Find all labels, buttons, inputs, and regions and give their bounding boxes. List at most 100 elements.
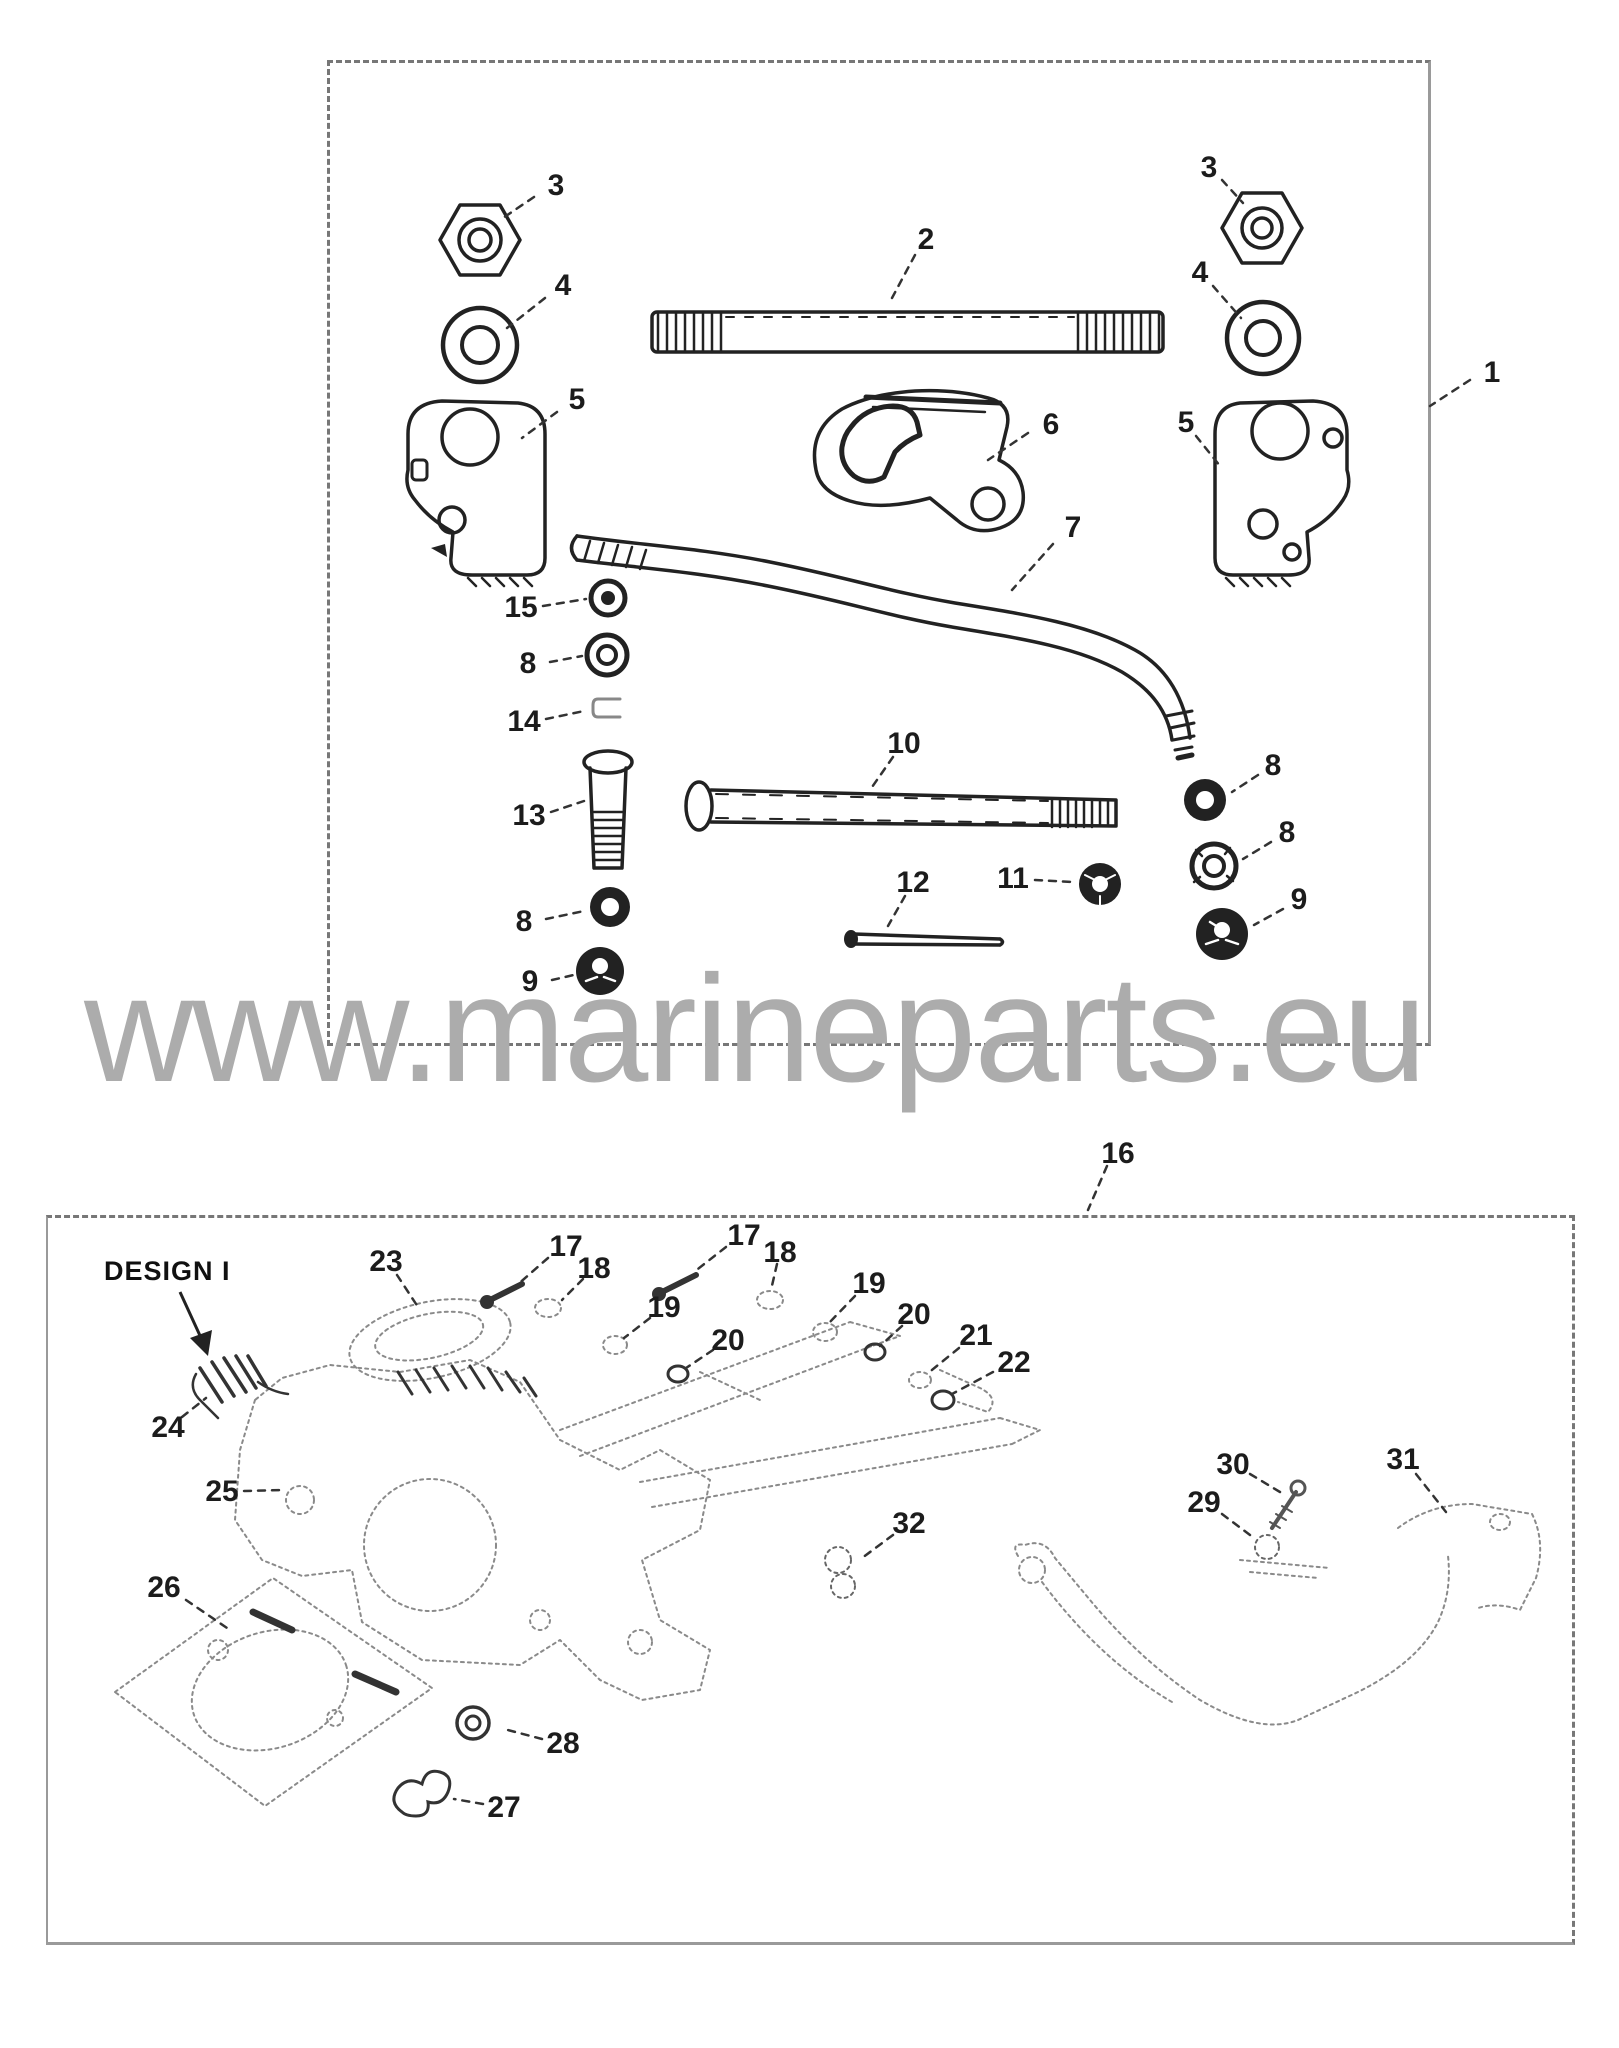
leader-line-29 xyxy=(1220,1512,1256,1540)
washer-4-right xyxy=(1224,299,1302,377)
watermark-text: www.marineparts.eu xyxy=(84,944,1427,1114)
leader-line-30 xyxy=(1248,1472,1282,1494)
part-label-32: 32 xyxy=(892,1507,926,1540)
leader-line-1 xyxy=(1428,378,1472,408)
part-label-6: 6 xyxy=(1042,408,1060,441)
bracket-31 xyxy=(1397,1503,1542,1611)
part-label-18: 18 xyxy=(577,1252,611,1285)
part-label-8: 8 xyxy=(519,647,537,680)
part-label-22: 22 xyxy=(997,1346,1031,1379)
leader-line-23 xyxy=(395,1273,422,1312)
part-label-31: 31 xyxy=(1386,1443,1420,1476)
part-label-10: 10 xyxy=(887,727,921,760)
bolt-13-head xyxy=(582,749,634,775)
leader-line-14 xyxy=(544,709,586,721)
screw-17-right xyxy=(659,1272,699,1295)
leader-line-4 xyxy=(1211,284,1243,320)
lever-arm-7 xyxy=(575,534,1192,740)
part-label-18: 18 xyxy=(763,1236,797,1269)
leader-line-22 xyxy=(950,1370,995,1396)
part-label-8: 8 xyxy=(1278,816,1296,849)
leader-line-9 xyxy=(1252,907,1285,927)
part-label-11: 11 xyxy=(997,862,1029,895)
part-label-8: 8 xyxy=(515,905,533,938)
part-label-23: 23 xyxy=(369,1245,403,1278)
leader-line-9 xyxy=(550,972,580,982)
clip-14 xyxy=(591,697,622,719)
part-label-13: 13 xyxy=(512,799,546,832)
part-label-1: 1 xyxy=(1483,356,1501,389)
part-label-30: 30 xyxy=(1216,1448,1250,1481)
leader-line-20 xyxy=(878,1324,904,1348)
part-label-28: 28 xyxy=(546,1727,580,1760)
leader-line-20 xyxy=(684,1348,715,1370)
part-label-17: 17 xyxy=(549,1230,583,1263)
leader-line-25 xyxy=(242,1488,286,1493)
leader-line-19 xyxy=(622,1316,652,1340)
leader-line-2 xyxy=(890,253,917,300)
leader-line-13 xyxy=(549,799,586,814)
pin-12 xyxy=(852,932,1005,947)
threaded-rod-2 xyxy=(650,310,1165,354)
locknut-15 xyxy=(588,578,628,618)
part-label-21: 21 xyxy=(959,1319,993,1352)
leader-line-19 xyxy=(826,1294,857,1326)
part-label-3: 3 xyxy=(547,169,565,202)
cap-23 xyxy=(348,1298,512,1382)
fuel-elbow-24 xyxy=(198,1354,268,1404)
washer-4-left xyxy=(440,305,520,385)
nut-22 xyxy=(930,1389,956,1411)
leader-line-3 xyxy=(1220,178,1245,205)
nut-29 xyxy=(1254,1534,1280,1560)
part-label-5: 5 xyxy=(1177,406,1195,439)
hex-nut-3-left xyxy=(438,203,522,277)
leader-line-21 xyxy=(925,1346,961,1376)
bottom-assembly-box-border xyxy=(46,1215,1575,1945)
part-label-7: 7 xyxy=(1064,511,1082,544)
part-label-27: 27 xyxy=(487,1791,521,1824)
part-label-8: 8 xyxy=(1264,749,1282,782)
leader-line-17 xyxy=(514,1256,550,1288)
part-label-15: 15 xyxy=(504,591,538,624)
part-label-17: 17 xyxy=(727,1219,761,1252)
washer-8-left xyxy=(584,632,630,678)
part-label-9: 9 xyxy=(521,965,539,998)
leader-line-12 xyxy=(886,894,907,928)
part-label-5: 5 xyxy=(568,383,586,416)
nut-28 xyxy=(455,1705,491,1741)
leader-line-5 xyxy=(520,410,559,440)
leader-line-18 xyxy=(560,1277,585,1302)
part-label-20: 20 xyxy=(711,1324,745,1357)
part-label-25: 25 xyxy=(205,1475,239,1508)
bolt-10-head xyxy=(684,780,714,832)
part-label-16: 16 xyxy=(1101,1137,1135,1170)
leader-line-6 xyxy=(986,431,1030,462)
leader-line-8 xyxy=(548,654,584,664)
part-label-24: 24 xyxy=(151,1411,185,1444)
part-label-14: 14 xyxy=(507,705,541,738)
carb-body-25 xyxy=(234,1359,711,1701)
design-arrow-icon xyxy=(178,1291,212,1356)
leader-line-32 xyxy=(860,1533,895,1560)
nut-20-right xyxy=(863,1342,887,1362)
leader-line-18 xyxy=(769,1262,779,1292)
part-label-29: 29 xyxy=(1187,1486,1221,1519)
leader-line-26 xyxy=(184,1598,232,1632)
grommet-32 xyxy=(824,1546,852,1574)
design-variant-label: DESIGN I xyxy=(104,1256,231,1286)
part-label-26: 26 xyxy=(147,1571,181,1604)
wing-screw-27 xyxy=(392,1769,452,1818)
leader-line-27 xyxy=(452,1797,485,1806)
leader-line-8 xyxy=(544,909,586,921)
screw-30 xyxy=(1270,1490,1298,1530)
top-assembly-box-border xyxy=(327,60,1431,1046)
leader-line-5 xyxy=(1194,434,1222,468)
bracket-5-left xyxy=(405,399,547,577)
part-label-3: 3 xyxy=(1200,151,1218,184)
part-label-19: 19 xyxy=(647,1291,681,1324)
part-label-9: 9 xyxy=(1290,883,1308,916)
hex-nut-3-right xyxy=(1220,191,1304,265)
leader-line-24 xyxy=(180,1396,208,1419)
leader-line-4 xyxy=(505,296,547,330)
nut-20-left xyxy=(666,1364,690,1384)
